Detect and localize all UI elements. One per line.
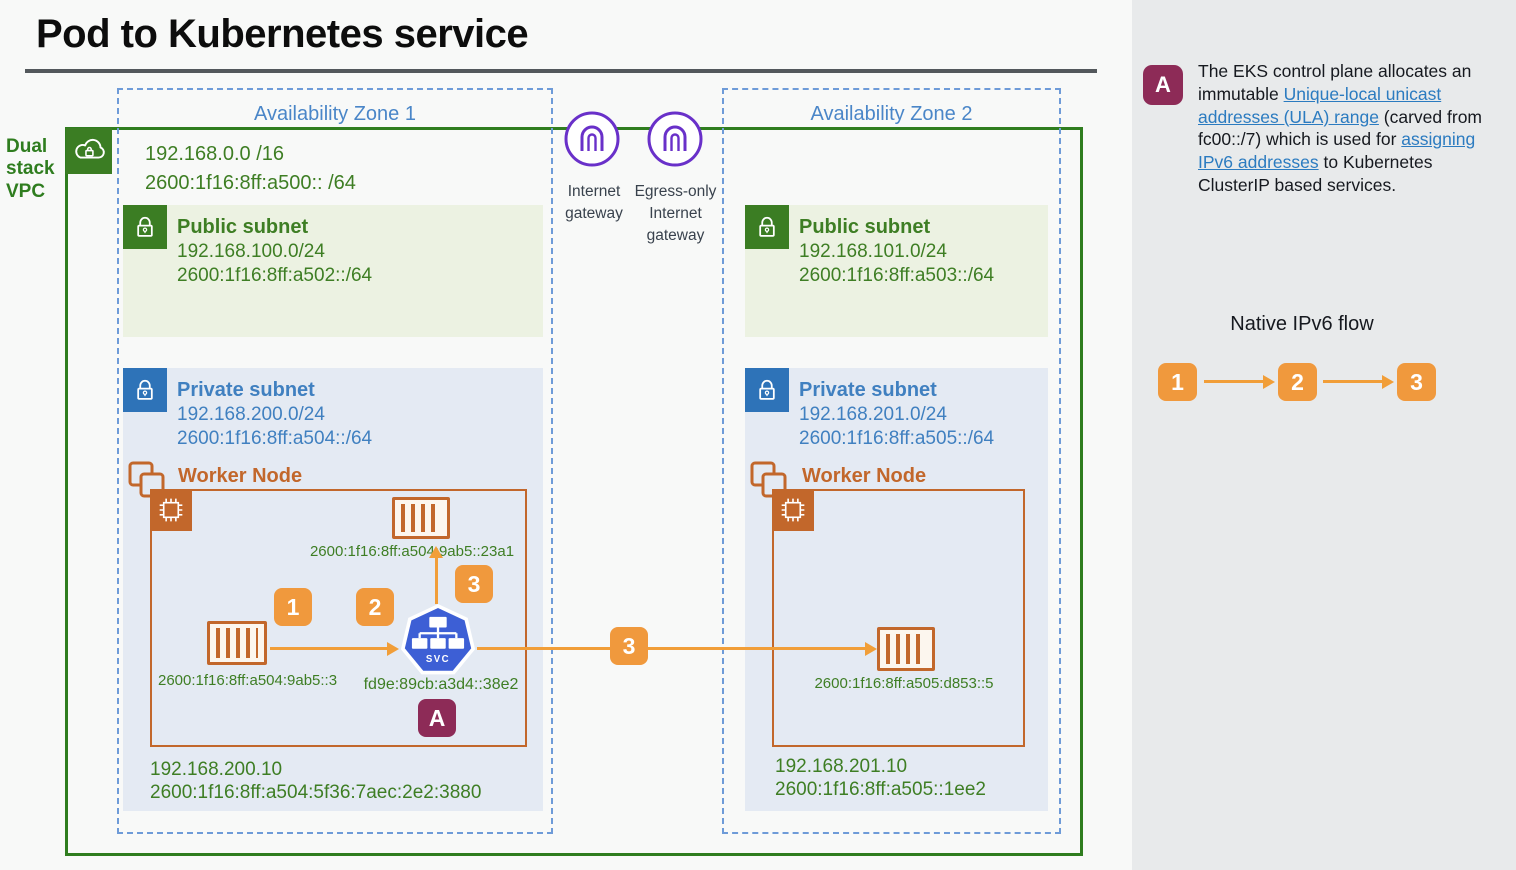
- step-2-badge: 2: [356, 588, 394, 626]
- eks-note: The EKS control plane allocates an immut…: [1198, 60, 1502, 197]
- az1-node-ipv4: 192.168.200.10: [150, 759, 283, 780]
- pod-container-icon: [207, 621, 267, 665]
- egress-only-internet-gateway-icon: [646, 110, 704, 168]
- assigning-ipv6-link[interactable]: assigning IPv6 addresses: [1198, 129, 1476, 173]
- pod-container-icon: [877, 627, 935, 671]
- vpc-cidr-block: 192.168.0.0 /16 2600:1f16:8ff:a500:: /64: [145, 140, 356, 198]
- step-3-badge: 3: [610, 627, 648, 665]
- az2-private-ipv4: 192.168.201.0/24: [799, 404, 947, 425]
- page-title: Pod to Kubernetes service: [36, 12, 529, 56]
- flow-arrow-2: [1323, 375, 1394, 389]
- az1-public-subnet-title: Public subnet: [177, 216, 309, 238]
- arrow-svc-to-pod: [429, 546, 443, 604]
- flow-title: Native IPv6 flow: [1230, 313, 1374, 335]
- private-subnet-lock-icon: [745, 368, 789, 412]
- az1-worker-node-title: Worker Node: [178, 465, 303, 487]
- az2-private-subnet: Private subnet 192.168.201.0/24 2600:1f1…: [745, 368, 1048, 811]
- az2-worker-node: 2600:1f16:8ff:a505:d853::5: [772, 489, 1025, 747]
- az2-title: Availability Zone 2: [810, 103, 973, 125]
- az1-private-subnet-title: Private subnet: [177, 379, 315, 401]
- flow-step-1-badge: 1: [1158, 363, 1197, 401]
- availability-zone-1: Availability Zone 1: [117, 88, 553, 834]
- az2-private-subnet-title: Private subnet: [799, 379, 937, 401]
- step-3-badge: 3: [455, 565, 493, 603]
- az2-node-ipv4: 192.168.201.10: [775, 756, 908, 777]
- az1-node-ipv6: 2600:1f16:8ff:a504:5f36:7aec:2e2:3880: [150, 782, 482, 803]
- az1-private-subnet: Private subnet 192.168.200.0/24 2600:1f1…: [123, 368, 543, 811]
- vpc-ipv4-cidr: 192.168.0.0 /16: [145, 143, 285, 165]
- vpc-ipv6-cidr: 2600:1f16:8ff:a500:: /64: [145, 172, 356, 194]
- egress-only-internet-gateway-label: Egress-only Internet gateway: [634, 183, 717, 244]
- az1-pod-top-ip: 2600:1f16:8ff:a504:9ab5::23a1: [309, 543, 515, 560]
- az1-node-ips: 192.168.200.10 2600:1f16:8ff:a504:5f36:7…: [150, 758, 481, 804]
- note-text: (carved from fc00::/7) which is used for: [1198, 106, 1482, 150]
- flow-arrow-1: [1204, 375, 1275, 389]
- az1-worker-node: 2600:1f16:8ff:a504:9ab5::23a1 3 2600:1f1…: [150, 489, 527, 747]
- az2-node-ipv6: 2600:1f16:8ff:a505::1ee2: [775, 779, 986, 800]
- note-text: to Kubernetes ClusterIP based services.: [1198, 152, 1433, 195]
- az1-public-ipv6: 2600:1f16:8ff:a502::/64: [177, 265, 373, 286]
- flow-step-3-badge: 3: [1397, 363, 1436, 401]
- az2-public-subnet-title: Public subnet: [799, 216, 931, 238]
- az1-public-subnet: Public subnet 192.168.100.0/24 2600:1f16…: [123, 205, 543, 337]
- sidebar: A The EKS control plane allocates an imm…: [1132, 0, 1516, 870]
- az2-node-ips: 192.168.201.10 2600:1f16:8ff:a505::1ee2: [775, 755, 986, 801]
- step-1-badge: 1: [274, 588, 312, 626]
- availability-zone-2: Availability Zone 2: [722, 88, 1061, 834]
- az1-pod-left-ip: 2600:1f16:8ff:a504:9ab5::3: [158, 672, 338, 689]
- az1-public-ipv4: 192.168.100.0/24: [177, 241, 325, 262]
- title-divider: [25, 69, 1097, 73]
- az2-private-ipv6: 2600:1f16:8ff:a505::/64: [799, 428, 995, 449]
- az2-pod-ip: 2600:1f16:8ff:a505:d853::5: [814, 675, 994, 692]
- az1-title: Availability Zone 1: [254, 103, 416, 125]
- private-subnet-lock-icon: [123, 368, 167, 412]
- flow-step-2-badge: 2: [1278, 363, 1317, 401]
- az2-public-subnet: Public subnet 192.168.101.0/24 2600:1f16…: [745, 205, 1048, 337]
- arrow-svc-to-az2-pod: [477, 642, 877, 656]
- public-subnet-lock-icon: [123, 205, 167, 249]
- chip-icon: [772, 489, 814, 531]
- internet-gateway-icon: [563, 110, 621, 168]
- vpc-label: Dual stack VPC: [6, 136, 55, 202]
- az2-worker-node-title: Worker Node: [802, 465, 927, 487]
- internet-gateway-label: Internet gateway: [565, 183, 623, 222]
- ula-range-link[interactable]: Unique-local unicast addresses (ULA) ran…: [1198, 83, 1442, 127]
- note-text: The EKS control plane allocates an immut…: [1198, 61, 1472, 104]
- az2-public-ipv6: 2600:1f16:8ff:a503::/64: [799, 265, 995, 286]
- svc-icon-text: SVC: [426, 654, 450, 665]
- az1-private-ipv6: 2600:1f16:8ff:a504::/64: [177, 428, 373, 449]
- az2-public-ipv4: 192.168.101.0/24: [799, 241, 947, 262]
- annotation-a-badge: A: [1143, 65, 1183, 105]
- kubernetes-service-icon: SVC: [400, 604, 476, 678]
- annotation-a-badge: A: [418, 699, 456, 737]
- pod-container-icon: [392, 497, 450, 539]
- public-subnet-lock-icon: [745, 205, 789, 249]
- az1-service-ip: fd9e:89cb:a3d4::38e2: [363, 676, 519, 693]
- vpc-cloud-lock-icon: [66, 128, 112, 174]
- az1-private-ipv4: 192.168.200.0/24: [177, 404, 325, 425]
- chip-icon: [150, 489, 192, 531]
- arrow-pod-to-svc: [270, 642, 399, 656]
